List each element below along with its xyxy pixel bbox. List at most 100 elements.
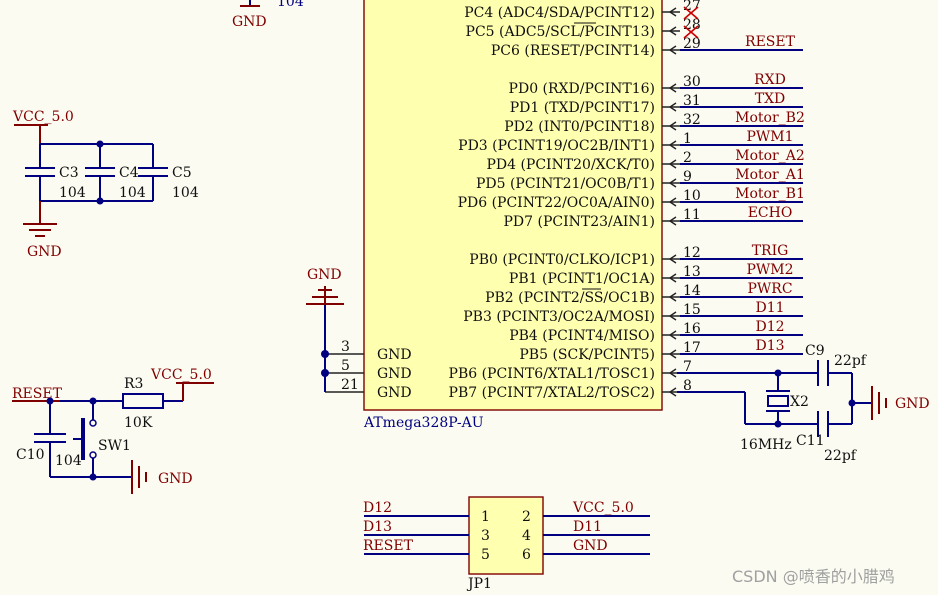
jp1-pin-number: 6: [522, 547, 531, 563]
mcu-pin-number: 10: [683, 188, 701, 204]
mcu-pin-label: PB5 (SCK/PCINT5): [519, 347, 655, 363]
net-label: Motor_A1: [735, 167, 805, 183]
mcu-pin-label: PD7 (PCINT23/AIN1): [503, 214, 655, 230]
cap-ref: C5: [172, 165, 192, 181]
mcu-pin-number: 21: [341, 377, 359, 393]
mcu-gnd-bus: GND: [306, 267, 344, 392]
mcu-pin-label: PC6 (RESET/PCINT14): [491, 43, 655, 59]
net-label: TXD: [755, 91, 786, 107]
mcu-gnd-label: GND: [307, 267, 342, 283]
mcu-pin-number: 1: [683, 131, 692, 147]
jp1-left-net: D12: [363, 500, 392, 516]
mcu-pin-label: PD0 (RXD/PCINT16): [509, 81, 655, 97]
decoupling-vcc-label: VCC_5.0: [12, 109, 74, 125]
net-label: Motor_B1: [735, 186, 805, 202]
mcu-pin-label: PD5 (PCINT21/OC0B/T1): [476, 176, 655, 192]
cap-ref: C3: [59, 165, 79, 181]
mcu-pin-label: PB6 (PCINT6/XTAL1/TOSC1): [449, 366, 655, 382]
mcu-pin-number: 31: [683, 93, 701, 109]
mcu-pin-number: 7: [683, 359, 692, 375]
reset-circuit: RESET R3 10K VCC_5.0 C10 104 SW1 GND: [12, 367, 214, 494]
mcu-pin-label: PB7 (PCINT7/XTAL2/TOSC2): [449, 385, 655, 401]
jp1-pin-number: 3: [481, 528, 490, 544]
jp1-pin-number: 1: [481, 509, 490, 525]
mcu-pin-label: PB3 (PCINT3/OC2A/MOSI): [463, 309, 655, 325]
mcu-pin-label: PB4 (PCINT4/MISO): [509, 328, 655, 344]
mcu-pin-number: 29: [683, 36, 701, 52]
cap-value: 104: [59, 185, 86, 201]
r3-resistor: [122, 393, 164, 409]
mcu-pin-label: PB1 (PCINT1/OC1A): [509, 271, 655, 287]
partial-cap-top: GND 104: [232, 0, 304, 30]
jp1-pin-number: 4: [522, 528, 531, 544]
net-label: RESET: [745, 34, 796, 50]
net-label: D13: [755, 338, 784, 354]
mcu-pin-label: PC5 (ADC5/SCL/PCINT13): [466, 24, 655, 40]
jp1-ref: JP1: [466, 576, 492, 592]
c10-ref: C10: [16, 447, 45, 463]
mcu-pin-28: PC5 (ADC5/SCL/PCINT13)28: [466, 17, 701, 40]
c11-ref: C11: [796, 433, 825, 449]
mcu-pin-label: PB0 (PCINT0/CLKO/ICP1): [469, 252, 655, 268]
mcu-pin-number: 2: [683, 150, 692, 166]
crystal-circuit: X2 16MHz C9 22pf C11 22pf GND: [677, 343, 930, 464]
mcu-body: [363, 0, 663, 411]
reset-gnd-label: GND: [158, 471, 193, 487]
mcu-pin-number: 11: [683, 207, 701, 223]
mcu-pin-label: PD2 (INT0/PCINT18): [504, 119, 655, 135]
mcu-pin-number: 5: [341, 358, 350, 374]
mcu-pin-31: PD1 (TXD/PCINT17) 31 TXD: [510, 91, 803, 116]
crystal-ref: X2: [790, 394, 809, 410]
mcu-pin-number: 32: [683, 112, 701, 128]
cap-value: 104: [119, 185, 146, 201]
mcu-pin-number: 14: [683, 283, 701, 299]
cap-value: 104: [172, 185, 199, 201]
crystal-gnd-label: GND: [895, 396, 930, 412]
mcu-pin-label: PD1 (TXD/PCINT17): [510, 100, 655, 116]
mcu-pin-10: PD6 (PCINT22/OC0A/AIN0) 10 Motor_B1: [458, 186, 805, 211]
mcu-pin-number: 8: [683, 378, 692, 394]
mcu-pin-label: PD4 (PCINT20/XCK/T0): [486, 157, 655, 173]
mcu-pin-number: 16: [683, 321, 701, 337]
mcu-pin-label: GND: [377, 366, 412, 382]
c9-value: 22pf: [834, 353, 868, 369]
partial-cap-value: 104: [277, 0, 304, 10]
mcu-pin-number: 15: [683, 302, 701, 318]
mcu-pin-label: PB2 (PCINT2/SS/OC1B): [485, 290, 655, 306]
mcu-pin-label: GND: [377, 347, 412, 363]
net-label: ECHO: [748, 205, 793, 221]
watermark-text: CSDN @喷香的小腊鸡: [732, 567, 895, 586]
jp1-left-net: D13: [363, 519, 392, 535]
mcu-pin-label: PD6 (PCINT22/OC0A/AIN0): [458, 195, 655, 211]
mcu-pin-11: PD7 (PCINT23/AIN1) 11 ECHO: [503, 205, 803, 230]
mcu-pin-29: PC6 (RESET/PCINT14) 29 RESET: [491, 34, 803, 59]
net-label: Motor_A2: [735, 148, 805, 164]
decoupling-gnd-label: GND: [27, 244, 62, 260]
jp1-pin-number: 2: [522, 509, 531, 525]
mcu-part-label: ATmega328P-AU: [363, 415, 484, 431]
jp1-left-net: RESET: [363, 538, 414, 554]
mcu-pin-label: GND: [377, 385, 412, 401]
mcu-pin-2: PD4 (PCINT20/XCK/T0) 2 Motor_A2: [486, 148, 804, 173]
r3-ref: R3: [124, 376, 143, 392]
